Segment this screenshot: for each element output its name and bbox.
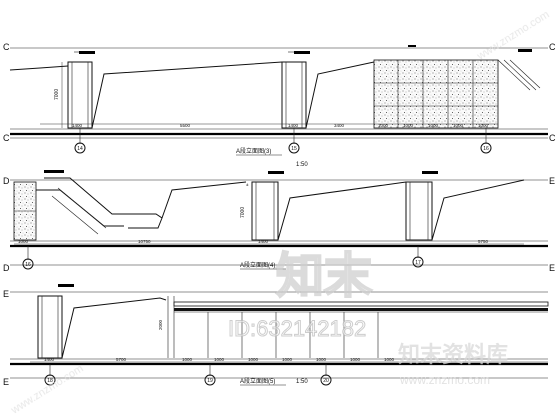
grid-bubble-label: 17 xyxy=(415,260,421,266)
roof-slope-6 xyxy=(61,297,167,359)
dim-text: 1000 xyxy=(282,357,293,362)
grid-bubble-19 xyxy=(204,374,216,386)
axis-label-d-top-left: D xyxy=(3,176,10,186)
grid-bubble-label: 19 xyxy=(207,378,213,384)
roof-slope-3 xyxy=(161,181,247,219)
dim-text: 1000 xyxy=(214,357,225,362)
axis-label-e-top-right: E xyxy=(549,176,555,186)
elevation-row-1: C C C C xyxy=(3,42,556,168)
dim-text: 1000 xyxy=(18,239,29,244)
dim-text: 5500 xyxy=(180,123,191,128)
stone-cladding-panel xyxy=(373,59,499,129)
roof-slope-1 xyxy=(91,61,283,129)
axis-label-d-bottom-left: D xyxy=(3,263,10,273)
grid-bubble-16 xyxy=(22,258,34,270)
dim-text: 5750 xyxy=(478,239,489,244)
axis-label-e-bottom-left: E xyxy=(3,377,9,387)
dim-text: 1000 xyxy=(384,357,395,362)
dim-text: 1000 xyxy=(428,123,439,128)
watermark-side-url-top: www.znzmo.com xyxy=(474,9,551,63)
escalator-rail xyxy=(503,59,537,91)
callout-tag xyxy=(58,284,74,287)
grid-bubble-18 xyxy=(44,374,56,386)
dim-text: 1000 xyxy=(378,123,389,128)
grid-bubble-label: 20 xyxy=(323,378,329,384)
stone-cladding-panel-left xyxy=(13,181,37,241)
roof-slope-left xyxy=(9,65,69,71)
watermark-id: ID:632142182 xyxy=(228,316,366,341)
column-17 xyxy=(251,181,279,241)
elevation-title: A段立面图(4) xyxy=(240,261,275,269)
watermark-logo: 知末 xyxy=(276,250,372,303)
dim-text: 1000 xyxy=(478,123,489,128)
elevation-mark: ± xyxy=(246,182,249,187)
watermark-url: www.znzmo.com xyxy=(399,373,490,387)
column-18 xyxy=(37,295,63,359)
grid-bubble-15 xyxy=(288,142,300,154)
axis-label-c-top-left: C xyxy=(3,42,10,52)
dim-text: 1000 xyxy=(403,123,414,128)
dim-text: 1000 xyxy=(316,357,327,362)
height-dimension: 7000 xyxy=(240,207,246,218)
watermark-side-url: www.znzmo.com xyxy=(8,363,85,417)
grid-bubble-17 xyxy=(412,256,424,268)
column-14 xyxy=(67,61,93,129)
column-right xyxy=(405,181,433,241)
callout-tag xyxy=(408,45,416,47)
height-dimension: 2000 xyxy=(158,319,163,330)
elevation-title: A段立面图(3) xyxy=(236,147,271,155)
column-15 xyxy=(281,61,307,129)
dim-text: 1000 xyxy=(248,357,259,362)
grid-bubble-label: 15 xyxy=(291,146,297,152)
elevation-row-2: D D E E xyxy=(3,170,555,273)
elevation-row-3: E E 2000 1400 xyxy=(3,284,549,387)
railing-band xyxy=(167,296,549,358)
callout-tag xyxy=(422,171,438,174)
escalator-rail xyxy=(509,59,541,89)
dim-text: 1400 xyxy=(258,239,269,244)
watermark-brand: 知末资料库 xyxy=(398,342,508,367)
grid-bubble-label: 14 xyxy=(77,146,83,152)
axis-label-c-bottom-left: C xyxy=(3,133,10,143)
callout-tag xyxy=(518,49,532,52)
dim-text: 1400 xyxy=(44,357,55,362)
grid-bubble-label: 16 xyxy=(483,146,489,152)
elevation-scale: 1:50 xyxy=(296,379,308,385)
dim-text: 1400 xyxy=(288,123,299,128)
watermark: 知末 ID:632142182 知末资料库 www.znzmo.com www.… xyxy=(8,9,551,417)
callout-tag xyxy=(79,51,95,54)
grid-bubble-label: 16 xyxy=(25,262,31,268)
escalator xyxy=(36,170,163,235)
axis-label-c-top-right: C xyxy=(549,42,556,52)
grid-bubble-20 xyxy=(320,374,332,386)
roof-slope-5 xyxy=(431,179,525,241)
callout-tag xyxy=(268,171,284,174)
axis-label-e-bottom-right: E xyxy=(549,263,555,273)
dim-text: 1000 xyxy=(350,357,361,362)
height-dimension: 7000 xyxy=(54,89,60,100)
callout-tag xyxy=(294,51,310,54)
axis-label-e-top-left: E xyxy=(3,289,9,299)
dim-text: 1000 xyxy=(182,357,193,362)
roof-slope-4 xyxy=(277,181,407,241)
panel-modules xyxy=(207,312,379,358)
dim-text: 1000 xyxy=(453,123,464,128)
dim-text: 1400 xyxy=(72,123,83,128)
dim-text: 3400 xyxy=(334,123,345,128)
grid-bubble-label: 18 xyxy=(47,378,53,384)
grid-bubble-14 xyxy=(74,142,86,154)
elevation-title: A段立面图(5) xyxy=(240,377,275,385)
dim-text: 5700 xyxy=(116,357,127,362)
elevation-scale: 1:50 xyxy=(296,162,308,168)
escalator-rail xyxy=(497,59,531,91)
grid-bubble-16 xyxy=(480,142,492,154)
dim-text: 10750 xyxy=(138,239,151,244)
axis-label-c-bottom-right: C xyxy=(549,133,556,143)
roof-slope-2 xyxy=(305,61,375,129)
